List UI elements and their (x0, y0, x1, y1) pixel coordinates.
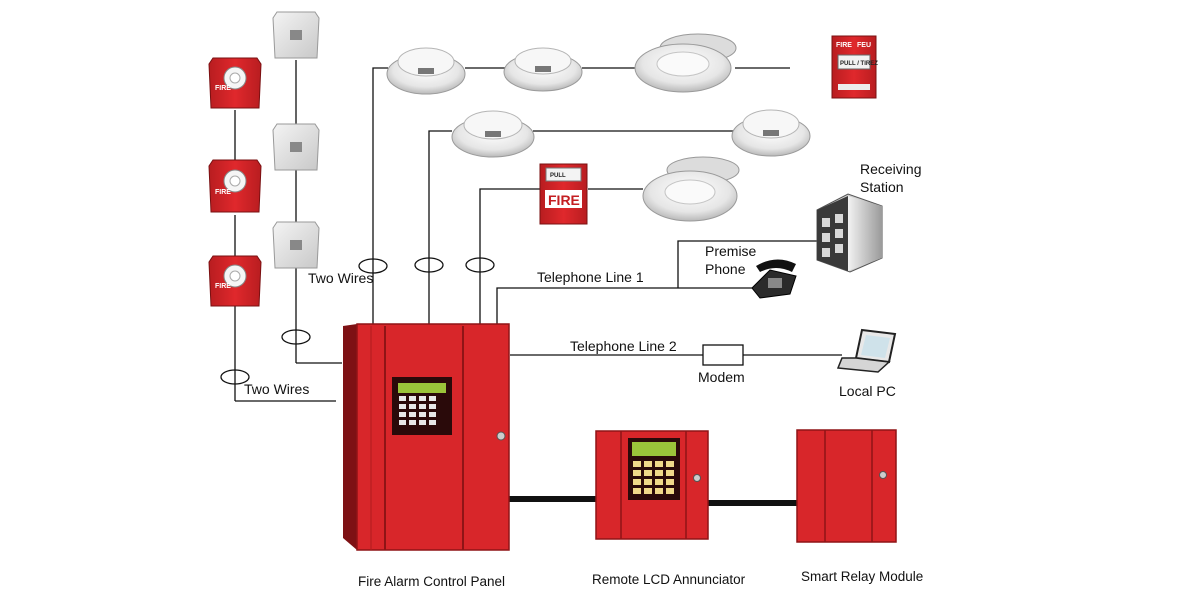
svg-text:FIRE: FIRE (215, 283, 231, 290)
telephone-line-1-label: Telephone Line 1 (537, 269, 644, 285)
wiring (234, 60, 842, 506)
wire-pair-markers (220, 257, 495, 385)
receiving-station-label-line1: Receiving (860, 161, 921, 177)
smoke-detector-icon (503, 47, 583, 92)
diagram-labels: Two Wires Two Wires Telephone Line 1 Tel… (244, 161, 923, 589)
svg-text:FIRE: FIRE (836, 42, 852, 49)
strobe-device: FIRE (208, 159, 262, 213)
modem-box (702, 344, 744, 366)
strobe-device: FIRE (208, 255, 262, 307)
modem-label: Modem (698, 369, 745, 385)
premise-phone-label-line1: Premise (705, 243, 757, 259)
pull-station-fire: PULL FIRE (539, 163, 588, 225)
horn-device (272, 123, 320, 171)
receiving-station-label-line2: Station (860, 179, 904, 195)
receiving-station-building-icon (816, 193, 883, 273)
horn-device (272, 221, 320, 269)
horn-column (272, 11, 320, 269)
smoke-detector-icon (386, 47, 466, 95)
smoke-detectors (386, 33, 811, 222)
annunciator-caption: Remote LCD Annunciator (592, 572, 746, 587)
local-pc-label: Local PC (839, 383, 896, 399)
control-panel-caption: Fire Alarm Control Panel (358, 574, 505, 589)
svg-text:PULL: PULL (550, 173, 566, 179)
smart-relay-module (796, 429, 897, 543)
horn-device (272, 11, 320, 59)
two-wires-label-upper: Two Wires (308, 270, 373, 286)
smoke-detector-base-icon (642, 156, 740, 222)
remote-lcd-annunciator (595, 430, 709, 540)
premise-phone-label-line2: Phone (705, 261, 746, 277)
telephone-line-2-label: Telephone Line 2 (570, 338, 677, 354)
smoke-detector-base-icon (634, 33, 737, 93)
svg-text:FEU: FEU (857, 42, 871, 49)
relay-module-caption: Smart Relay Module (801, 569, 923, 584)
smoke-detector-icon (731, 109, 811, 157)
svg-text:FIRE: FIRE (215, 85, 231, 92)
premise-phone-icon (751, 259, 797, 299)
pull-station-feu: FIRE FEU PULL / TIREZ (831, 35, 878, 99)
local-pc-laptop-icon (836, 328, 897, 373)
svg-text:FIRE: FIRE (548, 192, 580, 208)
two-wires-label-lower: Two Wires (244, 381, 309, 397)
svg-text:FIRE: FIRE (215, 189, 231, 196)
strobe-device: FIRE (208, 57, 262, 109)
svg-text:PULL / TIREZ: PULL / TIREZ (840, 61, 878, 67)
smoke-detector-icon (451, 110, 535, 158)
fire-alarm-control-panel (343, 323, 510, 551)
strobe-column: FIRE FIRE FIRE (208, 57, 262, 307)
